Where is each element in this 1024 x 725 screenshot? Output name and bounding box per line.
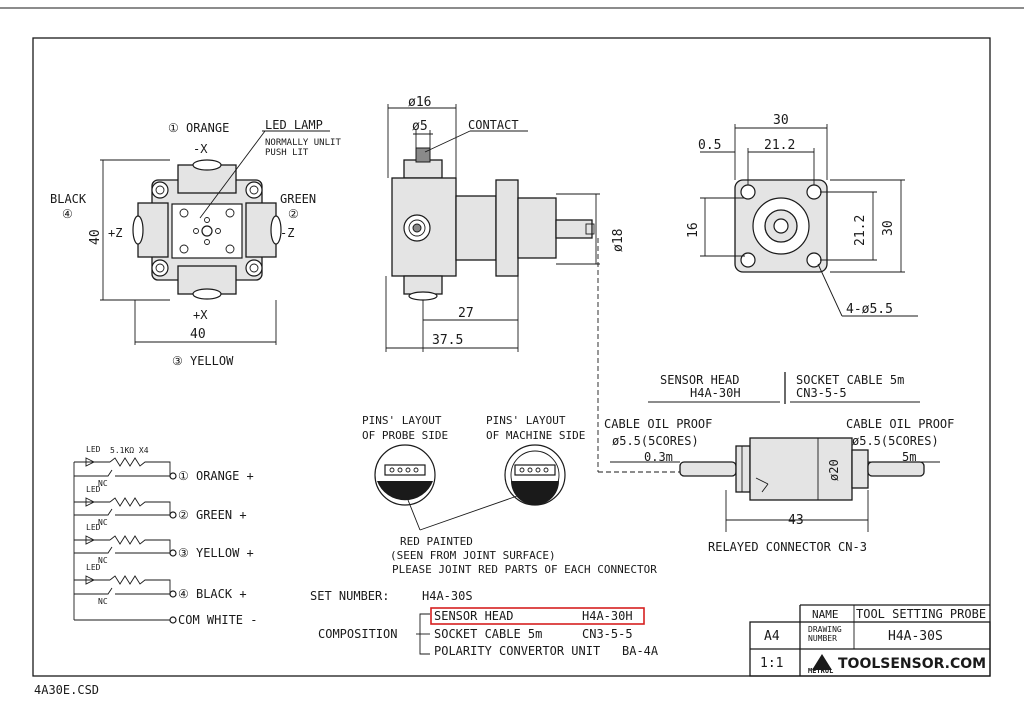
wire-orange: ① ORANGE + xyxy=(178,469,254,483)
nc-label-2: NC xyxy=(98,518,108,527)
sensor-head-highlight xyxy=(430,607,645,625)
company-name: TOOLSENSOR.COM xyxy=(838,656,986,672)
drawing-scale: 1:1 xyxy=(760,656,783,671)
rear-flange-view xyxy=(700,124,918,317)
drawing-number-label-2: NUMBER xyxy=(808,634,837,643)
wire-green: ② GREEN + xyxy=(178,508,247,522)
led-lamp-label: LED LAMP xyxy=(265,118,323,132)
relayed-connector-label: RELAYED CONNECTOR CN-3 xyxy=(708,540,867,554)
dim-30-label: 30 xyxy=(773,113,789,128)
probe-side-view xyxy=(385,104,720,473)
probe-side-title-2: OF PROBE SIDE xyxy=(362,429,448,442)
led-label-1: LED xyxy=(86,445,101,454)
plus-x-label: +X xyxy=(193,308,208,322)
set-number-value: H4A-30S xyxy=(422,589,473,603)
led-label-4: LED xyxy=(86,563,101,572)
nc-label-4: NC xyxy=(98,597,108,606)
set-number-label: SET NUMBER: xyxy=(310,589,389,603)
contact-label: CONTACT xyxy=(468,118,519,132)
probe-side-title-1: PINS' LAYOUT xyxy=(362,414,442,427)
phi18-label: ø18 xyxy=(611,229,626,252)
nc-label-1: NC xyxy=(98,479,108,488)
wire-com: COM WHITE - xyxy=(178,613,257,627)
dim-43-label: 43 xyxy=(788,513,804,528)
probe-top-view xyxy=(100,130,282,345)
oil-proof-left-label: CABLE OIL PROOF xyxy=(604,417,712,431)
red-painted-label: RED PAINTED xyxy=(400,535,473,548)
len-left-label: 0.3m xyxy=(644,450,673,464)
socket-model-label: CN3-5-5 xyxy=(796,386,847,400)
name-value: TOOL SETTING PROBE xyxy=(856,607,986,621)
len-right-label: 5m xyxy=(902,450,916,464)
composition-item-2-name: SOCKET CABLE 5m xyxy=(434,627,542,641)
cable-relay-view xyxy=(610,372,940,532)
wire-black: ④ BLACK + xyxy=(178,587,247,601)
dim-30-v-label: 30 xyxy=(881,220,896,236)
black-num: ④ xyxy=(62,207,73,221)
phi16-label: ø16 xyxy=(408,95,431,110)
dim-40-vertical: 40 xyxy=(88,229,103,245)
socket-cable-label: SOCKET CABLE 5m xyxy=(796,373,904,387)
drawing-frame xyxy=(32,37,991,677)
resistor-label: 5.1KΩ X4 xyxy=(110,446,149,455)
holes-label: 4-ø5.5 xyxy=(846,302,893,317)
green-label: GREEN xyxy=(280,192,316,206)
plus-z-label: +Z xyxy=(108,226,122,240)
green-num: ② xyxy=(288,207,299,221)
composition-item-3-name: POLARITY CONVERTOR UNIT xyxy=(434,644,600,658)
nc-label-3: NC xyxy=(98,556,108,565)
cores-right-label: ø5.5(5CORES) xyxy=(852,434,939,448)
dim-37-5-label: 37.5 xyxy=(432,333,463,348)
composition-item-1-code: H4A-30H xyxy=(582,609,633,623)
brand-logo: METROL xyxy=(808,667,833,675)
yellow-label: ③ YELLOW xyxy=(172,354,234,368)
sensor-head-label: SENSOR HEAD xyxy=(660,373,739,387)
machine-side-title-2: OF MACHINE SIDE xyxy=(486,429,585,442)
composition-item-2-code: CN3-5-5 xyxy=(582,627,633,641)
dim-40-horizontal: 40 xyxy=(190,327,206,342)
led-label-3: LED xyxy=(86,523,101,532)
dim-21-2-v-label: 21.2 xyxy=(853,215,868,246)
machine-side-title-1: PINS' LAYOUT xyxy=(486,414,566,427)
phi5-label: ø5 xyxy=(412,119,428,134)
pins-layout xyxy=(374,444,566,531)
minus-x-label: -X xyxy=(193,142,208,156)
normally-unlit-label: NORMALLY UNLIT xyxy=(265,138,341,148)
cores-left-label: ø5.5(5CORES) xyxy=(612,434,699,448)
dim-27-label: 27 xyxy=(458,306,474,321)
led-label-2: LED xyxy=(86,485,101,494)
circuit-diagram xyxy=(73,457,177,624)
dim-21-2-h-label: 21.2 xyxy=(764,138,795,153)
composition-item-3-code: BA-4A xyxy=(622,644,659,658)
minus-z-label: -Z xyxy=(280,226,294,240)
title-block xyxy=(749,604,991,677)
wire-yellow: ③ YELLOW + xyxy=(178,546,254,560)
drawing-number-value: H4A-30S xyxy=(888,629,943,644)
phi20-label: ø20 xyxy=(827,459,841,481)
composition-label: COMPOSITION xyxy=(318,627,397,641)
name-label: NAME xyxy=(812,608,839,621)
composition-item-1-name: SENSOR HEAD xyxy=(434,609,513,623)
file-name: 4A30E.CSD xyxy=(34,683,99,697)
black-label: BLACK xyxy=(50,192,87,206)
dim-0-5-label: 0.5 xyxy=(698,138,721,153)
please-joint-label: PLEASE JOINT RED PARTS OF EACH CONNECTOR xyxy=(392,563,657,576)
paper-size: A4 xyxy=(764,629,780,644)
orange-label: ① ORANGE xyxy=(168,121,229,135)
push-lit-label: PUSH LIT xyxy=(265,148,309,158)
oil-proof-right-label: CABLE OIL PROOF xyxy=(846,417,954,431)
drawing-number-label-1: DRAWING xyxy=(808,625,842,634)
dim-16-label: 16 xyxy=(686,222,701,238)
sensor-model-label: H4A-30H xyxy=(690,386,741,400)
seen-from-label: (SEEN FROM JOINT SURFACE) xyxy=(390,549,556,562)
